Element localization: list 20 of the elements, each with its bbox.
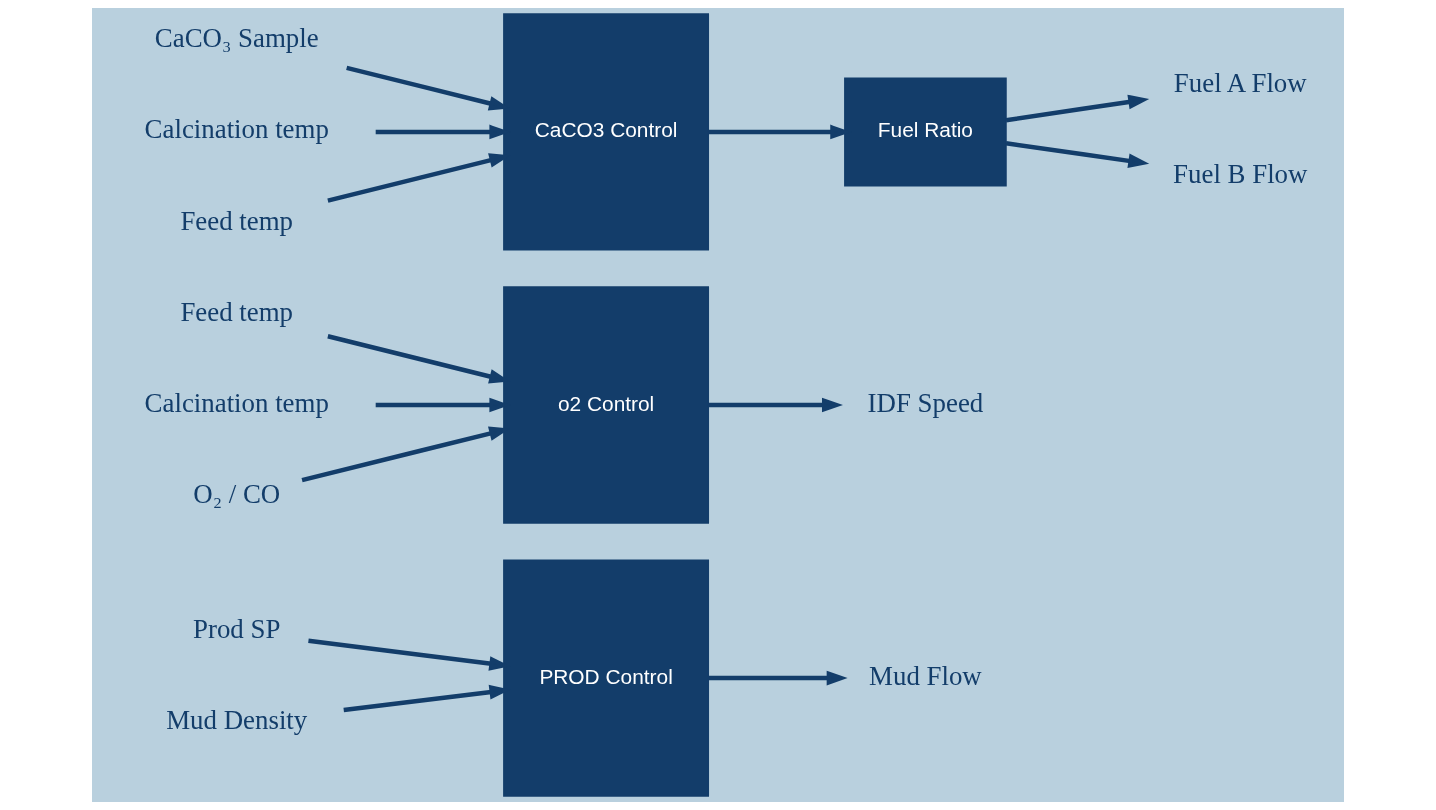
- node-text: Fuel B Flow: [1173, 159, 1308, 190]
- arrow: [1005, 94, 1150, 123]
- node-text: Calcination temp: [144, 114, 329, 145]
- arrow: [1005, 141, 1150, 169]
- node-box: PROD Control: [503, 559, 710, 797]
- node-text: IDF Speed: [867, 387, 984, 418]
- node-text: Feed temp: [180, 296, 294, 327]
- node-box: Fuel Ratio: [844, 77, 1007, 187]
- node-box: CaCO3 Control: [503, 13, 710, 251]
- node-text: Fuel A Flow: [1173, 68, 1307, 99]
- node-text: Feed temp: [180, 205, 294, 236]
- node-text: Mud Density: [166, 705, 308, 736]
- arrow: [708, 397, 843, 413]
- arrow: [708, 670, 848, 686]
- node-box: o2 Control: [503, 286, 710, 524]
- node-text: Calcination temp: [144, 387, 329, 418]
- node-text: Prod SP: [193, 614, 281, 645]
- node-text: O₂ / CO: [193, 478, 281, 509]
- node-text: Mud Flow: [869, 660, 982, 691]
- node-text: CaCO₃ Sample: [154, 23, 319, 54]
